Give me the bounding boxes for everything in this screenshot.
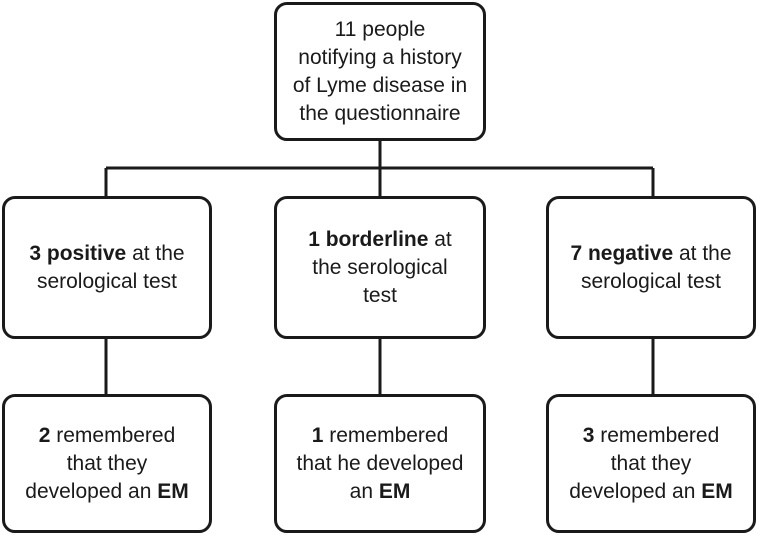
root-line: the questionnaire (299, 101, 461, 125)
box-questionnaire-total: 11 people notifying a history of Lyme di… (274, 2, 486, 141)
negative-em-line: that they (610, 451, 692, 475)
root-line: of Lyme disease in (292, 73, 468, 97)
root-line: notifying a history (298, 45, 462, 69)
box-positive: 3 positive at the serological test (2, 196, 212, 339)
negative-line: 7 negative at the (570, 241, 732, 265)
positive-line: 3 positive at the (29, 241, 185, 265)
box-negative: 7 negative at the serological test (546, 196, 756, 339)
root-line: 11 people (334, 17, 426, 41)
borderline-line: 1 borderline at (308, 227, 452, 251)
negative-line: serological test (580, 269, 722, 293)
positive-em-line: 2 remembered (38, 423, 176, 447)
box-negative-em: 3 remembered that they developed an EM (546, 394, 756, 533)
box-borderline: 1 borderline at the serological test (274, 196, 486, 339)
borderline-em-line: that he developed (296, 451, 464, 475)
positive-em-line: that they (66, 451, 148, 475)
negative-em-line: developed an EM (569, 479, 733, 503)
box-borderline-em: 1 remembered that he developed an EM (274, 394, 486, 533)
positive-line: serological test (36, 269, 178, 293)
borderline-line: test (363, 283, 397, 307)
box-positive-em: 2 remembered that they developed an EM (2, 394, 212, 533)
borderline-em-line: an EM (349, 479, 411, 503)
borderline-em-line: 1 remembered (311, 423, 449, 447)
negative-em-line: 3 remembered (582, 423, 720, 447)
borderline-line: the serological (312, 255, 448, 279)
positive-em-line: developed an EM (25, 479, 189, 503)
